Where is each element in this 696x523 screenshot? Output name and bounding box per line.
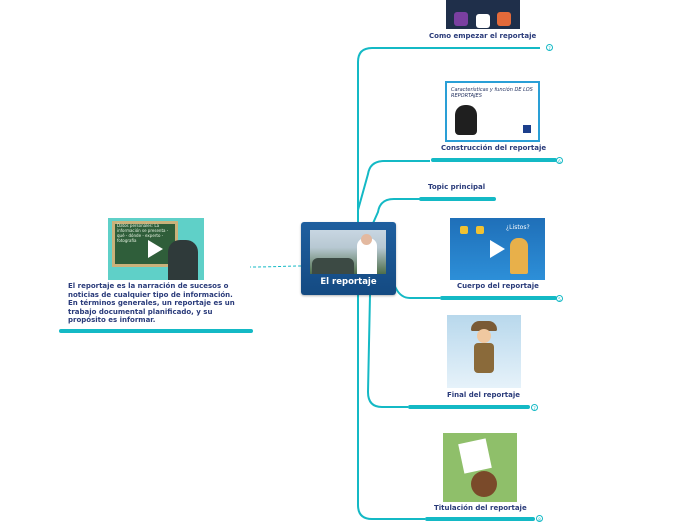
logo-icon — [523, 125, 531, 133]
node-cuerpo-label[interactable]: Cuerpo del reportaje — [457, 282, 539, 290]
shield-icon — [476, 226, 484, 234]
presenter-arm — [168, 240, 198, 280]
node-como-label[interactable]: Como empezar el reportaje — [429, 32, 537, 40]
play-icon — [490, 240, 505, 258]
node-construccion-underline — [431, 158, 557, 162]
thumb-final[interactable] — [447, 315, 521, 388]
central-topic-image — [310, 230, 386, 274]
thumb-titulacion[interactable] — [443, 433, 517, 502]
cartoon-figure — [455, 105, 477, 135]
node-como-badge[interactable]: 7 — [546, 44, 553, 51]
explorer-body — [474, 343, 494, 373]
paper-icon — [458, 438, 492, 474]
node-topic-label[interactable]: Topic principal — [428, 183, 486, 191]
node-titulacion-underline — [425, 517, 535, 521]
branch-cuerpo — [389, 259, 440, 299]
connector-left — [249, 265, 302, 268]
branch-trunk — [357, 47, 430, 222]
chart-icon — [497, 12, 511, 26]
branch-final — [366, 294, 408, 408]
writer-head — [471, 471, 497, 497]
crowd — [312, 258, 354, 274]
left-topic-underline — [59, 329, 253, 333]
explorer-hat — [471, 321, 497, 331]
explorer-head — [477, 329, 491, 343]
thumb-construccion-text: Características y función DE LOS REPORTA… — [451, 87, 533, 99]
node-cuerpo-underline — [440, 296, 557, 300]
thumb-construccion[interactable]: Características y función DE LOS REPORTA… — [445, 81, 540, 142]
reporter-figure — [357, 238, 377, 274]
node-titulacion-label[interactable]: Titulación del reportaje — [434, 504, 527, 512]
thumb-cuerpo-text: ¿Listos? — [506, 224, 530, 231]
node-topic-underline — [419, 197, 496, 201]
branch-construccion — [357, 160, 430, 211]
node-titulacion-badge[interactable]: 8 — [536, 515, 543, 522]
cartoon-character — [510, 238, 528, 274]
thumb-como[interactable] — [446, 0, 520, 29]
hex-icon — [454, 12, 468, 26]
node-final-underline — [408, 405, 530, 409]
board-text: Datos personales: La información se pres… — [117, 223, 169, 243]
node-construccion-badge[interactable]: 6 — [556, 157, 563, 164]
play-icon — [148, 240, 163, 258]
left-video-thumbnail[interactable]: Datos personales: La información se pres… — [108, 218, 204, 280]
thumb-cuerpo[interactable]: ¿Listos? — [450, 218, 545, 280]
central-topic-title: El reportaje — [320, 277, 377, 287]
node-final-label[interactable]: Final del reportaje — [447, 391, 521, 399]
central-topic[interactable]: El reportaje — [301, 222, 396, 295]
branch-topic — [369, 198, 420, 231]
hex-icon — [476, 14, 490, 28]
branch-titulacion — [357, 295, 425, 520]
reporter-head — [361, 234, 372, 245]
node-cuerpo-badge[interactable]: 5 — [556, 295, 563, 302]
shield-icon — [460, 226, 468, 234]
left-topic-description[interactable]: El reportaje es la narración de sucesos … — [68, 282, 235, 325]
node-final-badge[interactable]: 7 — [531, 404, 538, 411]
node-construccion-label[interactable]: Construcción del reportaje — [441, 144, 547, 152]
